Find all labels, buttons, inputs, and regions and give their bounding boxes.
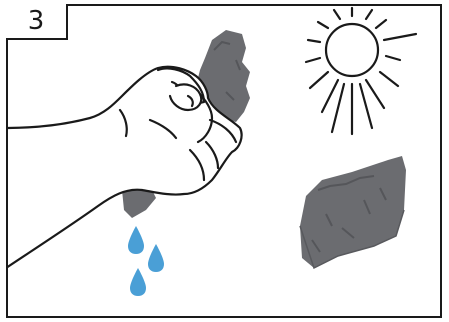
- hand-icon: [6, 67, 242, 268]
- water-drops: [128, 226, 164, 296]
- water-drop-icon: [148, 244, 164, 272]
- water-drop-icon: [130, 268, 146, 296]
- step-number: 3: [28, 8, 45, 34]
- sun-icon: [306, 8, 416, 134]
- step-number-box: 3: [6, 4, 68, 40]
- drying-sponge-icon: [300, 156, 406, 268]
- water-drop-icon: [128, 226, 144, 254]
